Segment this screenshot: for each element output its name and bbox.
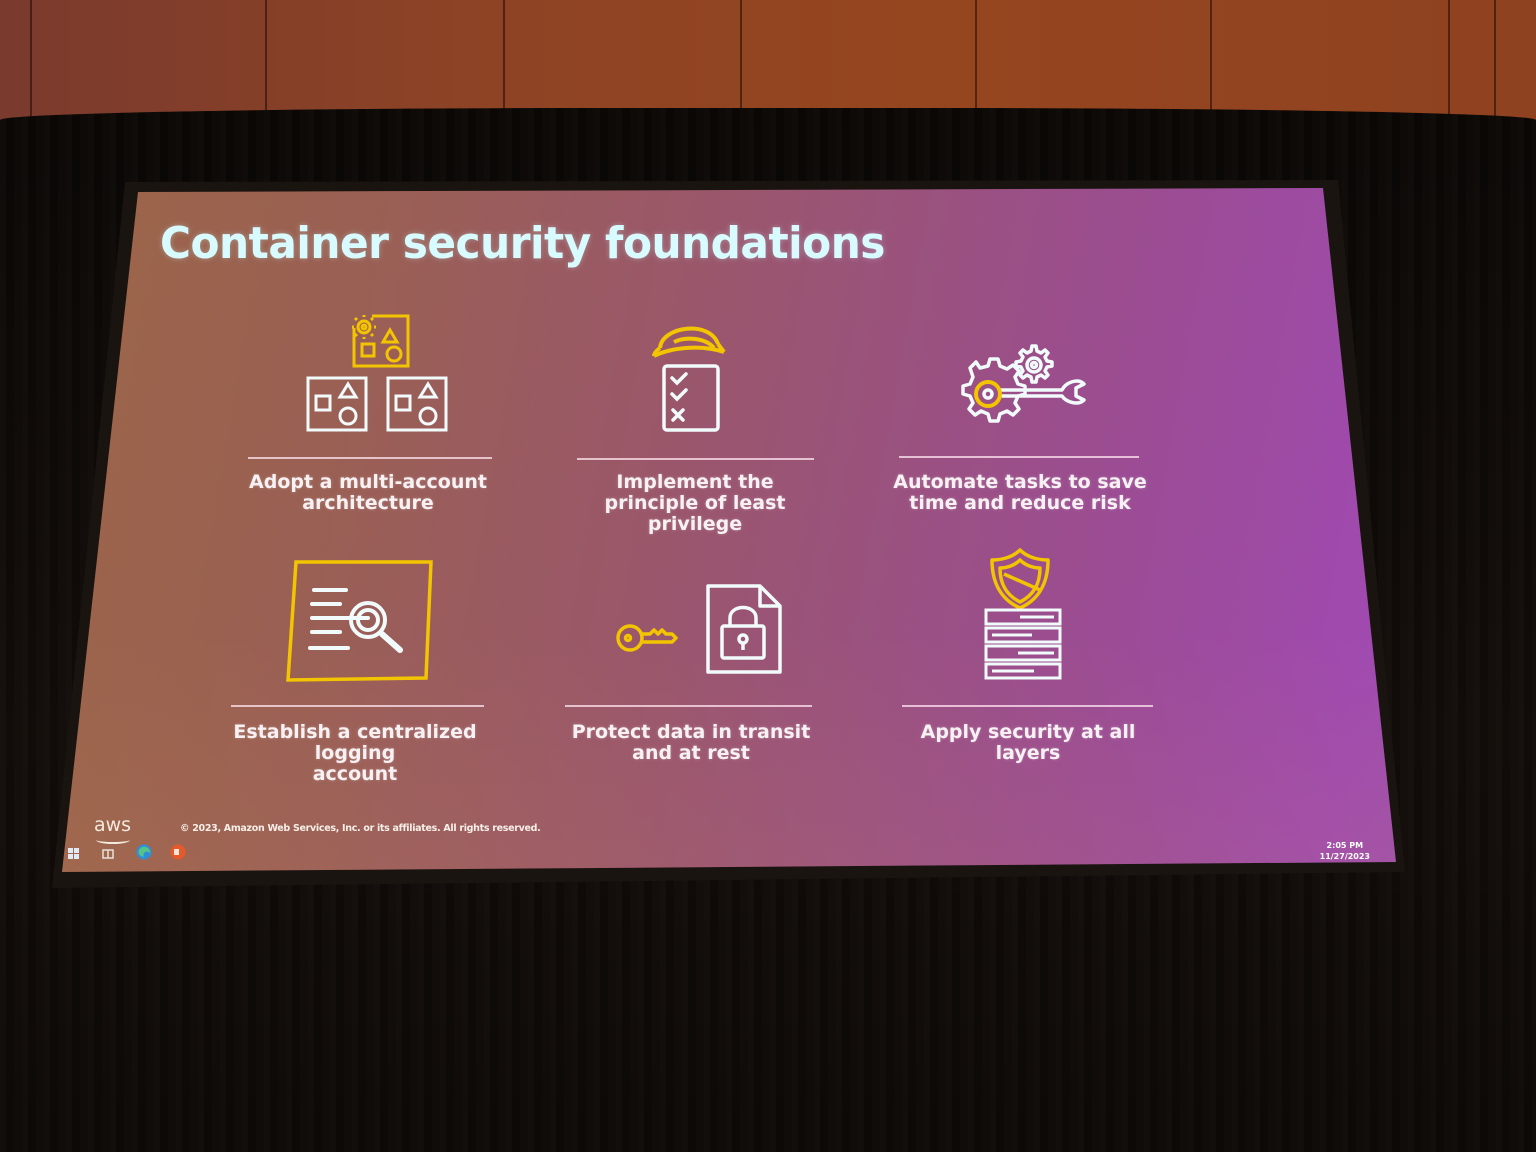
windows-taskbar: 2:05 PM 11/27/2023: [62, 838, 1396, 866]
taskbar-clock[interactable]: 2:05 PM 11/27/2023: [1320, 840, 1370, 862]
wall-seam: [265, 0, 267, 118]
foundation-label: Establish a centralized logging account: [233, 721, 477, 785]
wall-seam: [1448, 0, 1450, 118]
venue-wall: [0, 0, 1536, 125]
divider: [565, 705, 812, 707]
windows-start-icon[interactable]: [68, 848, 80, 860]
aws-logo: aws: [94, 814, 132, 844]
divider: [231, 705, 484, 707]
foundation-label: Adopt a multi-account architecture: [249, 471, 487, 514]
wall-seam: [1210, 0, 1212, 118]
edge-browser-icon[interactable]: [136, 844, 152, 860]
aws-logo-text: aws: [94, 814, 132, 836]
clock-date: 11/27/2023: [1319, 852, 1370, 861]
wall-seam: [503, 0, 505, 118]
foundation-label: Implement the principle of least privile…: [604, 471, 786, 535]
clock-time: 2:05 PM: [1326, 841, 1364, 850]
copyright-notice: © 2023, Amazon Web Services, Inc. or its…: [180, 823, 541, 834]
divider: [902, 705, 1153, 707]
divider: [248, 457, 492, 459]
powerpoint-icon[interactable]: [170, 844, 186, 860]
shield-layers-icon: [984, 548, 1062, 680]
divider: [577, 458, 814, 460]
wall-seam: [30, 0, 32, 118]
log-search-icon: [286, 560, 433, 682]
aws-smile-icon: [96, 836, 130, 844]
gears-wrench-icon: [961, 344, 1086, 423]
foundation-label: Apply security at all layers: [920, 721, 1136, 764]
foundation-label: Automate tasks to save time and reduce r…: [893, 471, 1147, 514]
divider: [899, 456, 1139, 458]
wall-seam: [975, 0, 977, 118]
slide-title: Container security foundations: [160, 218, 885, 269]
wall-seam: [740, 0, 742, 118]
hardhat-checklist-icon: [652, 326, 726, 432]
foundation-label: Protect data in transit and at rest: [571, 721, 811, 764]
locked-file-icon: [706, 584, 782, 674]
wall-seam: [1494, 0, 1496, 118]
task-view-icon[interactable]: [102, 848, 114, 860]
multi-account-icon: [306, 314, 448, 432]
key-icon: [616, 624, 678, 652]
